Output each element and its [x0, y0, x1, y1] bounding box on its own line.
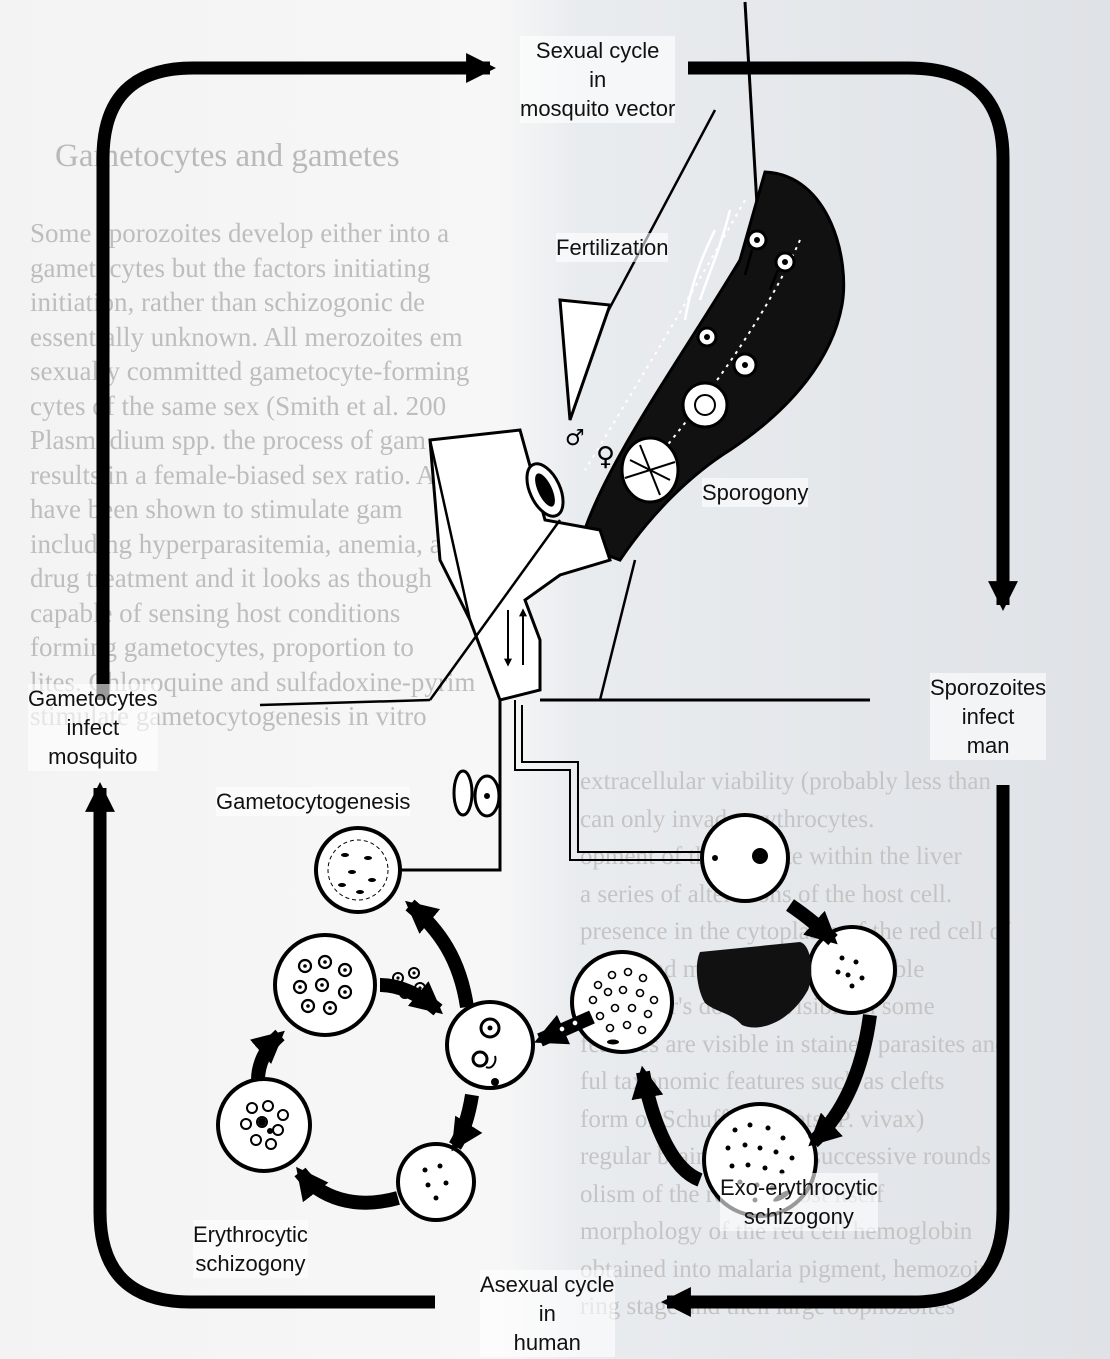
label-sporogony: Sporogony: [702, 478, 808, 507]
svg-text:♂: ♂: [565, 426, 585, 451]
rbc-infected-center: [447, 1002, 533, 1088]
feeding-tubes: [390, 700, 706, 870]
rbc-trophozoite: [398, 1144, 474, 1220]
hepatocyte-2: [809, 927, 895, 1013]
mosquito-proboscis: [745, 2, 757, 205]
exo-erythrocytic-cycle: [540, 815, 895, 1216]
rbc-gametocyte: [316, 828, 400, 912]
label-gametocytogenesis: Gametocytogenesis: [216, 787, 410, 816]
sporozoite-path-tube: [515, 700, 700, 860]
label-fertilization: Fertilization: [556, 233, 668, 262]
svg-text:♀: ♀: [596, 442, 615, 472]
liver-icon: [697, 942, 811, 1028]
erythrocytic-cycle: [218, 828, 533, 1220]
mosquito-wing: [560, 300, 610, 420]
arrow-to-sexual-cycle: [103, 68, 490, 700]
